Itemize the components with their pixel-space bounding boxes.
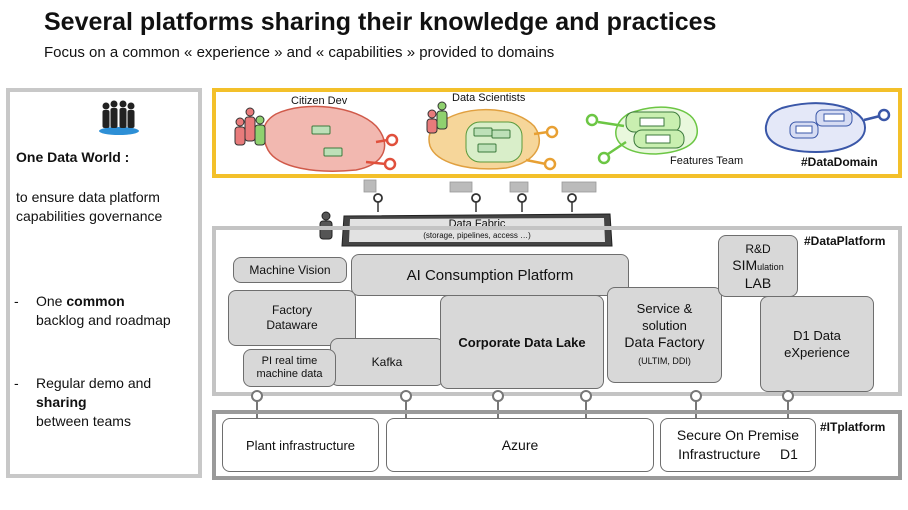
ulation-label: ulation: [757, 261, 784, 272]
data-scientists-label: Data Scientists: [452, 92, 526, 104]
d1-label: D1 Data: [793, 328, 841, 343]
scientist-figures-icon: [426, 101, 448, 134]
azure-label: Azure: [501, 436, 539, 453]
bullet-dash: -: [14, 293, 19, 309]
data-factory-label: Data Factory: [624, 334, 705, 350]
it-platform-frame: [212, 410, 902, 480]
sim-label: SIM: [732, 256, 758, 273]
bullet-text: Regular demo and: [36, 375, 152, 391]
ai-consumption-box: AI Consumption Platform: [351, 254, 629, 296]
corporate-data-lake-box: Corporate Data Lake: [440, 295, 604, 389]
features-team-label: Features Team: [670, 155, 744, 167]
it-platform-tag: #ITplatform: [820, 420, 886, 434]
azure-box: Azure: [386, 418, 654, 472]
machine-vision-box: Machine Vision: [233, 257, 347, 283]
rd-label: R&D: [745, 241, 771, 256]
page-title: Several platforms sharing their knowledg…: [44, 8, 717, 36]
data-domain-tag: #DataDomain: [801, 155, 878, 169]
sidebar-panel: One Data World : to ensure data platform…: [6, 88, 202, 478]
service-data-factory-box: Service & solution Data Factory (ULTIM, …: [607, 287, 722, 383]
data-factory-sub: (ULTIM, DDI): [638, 356, 691, 366]
pi-realtime-label: PI real time: [261, 355, 318, 367]
service-label: Service &: [636, 301, 693, 316]
data-domain-frame: [212, 88, 902, 178]
plant-infrastructure-label: Plant infrastructure: [245, 437, 356, 453]
bullet-bold: sharing: [36, 394, 87, 410]
team-icon: [99, 100, 139, 135]
catalog-icons: [363, 179, 597, 193]
service-label: solution: [642, 318, 687, 333]
page-subtitle: Focus on a common « experience » and « c…: [44, 44, 555, 61]
secure-label: Secure On Premise: [676, 427, 800, 443]
kafka-box: Kafka: [330, 338, 444, 386]
factory-dataware-label: Dataware: [266, 318, 318, 332]
worker-figure-icon: [319, 211, 333, 240]
domain-illustrations: [234, 101, 891, 172]
citizen-figures-icon: [234, 107, 266, 146]
bullet-text: backlog and roadmap: [36, 312, 171, 328]
bullet-text: One: [36, 293, 67, 309]
d1-data-experience-box: D1 Data eXperience: [760, 296, 874, 392]
service-icons: [311, 125, 343, 157]
bullet-dash: -: [14, 375, 19, 391]
rd-simulation-lab-box: R&D SIMulation LAB: [718, 235, 798, 297]
kafka-label: Kafka: [371, 354, 403, 369]
lab-label: LAB: [744, 274, 772, 291]
data-platform-tag: #DataPlatform: [804, 234, 886, 248]
d1-label: eXperience: [784, 345, 850, 360]
it-connectors: [251, 390, 794, 418]
sidebar-intro: to ensure data platform capabilities gov…: [16, 189, 163, 224]
bullet-sharing: Regular demo and sharing between teams: [36, 374, 186, 431]
bullet-bold: common: [66, 293, 125, 309]
factory-dataware-label: Factory: [271, 303, 312, 317]
bullet-common: One common backlog and roadmap: [36, 292, 201, 330]
ai-consumption-label: AI Consumption Platform: [406, 266, 574, 284]
machine-vision-label: Machine Vision: [249, 262, 331, 277]
sidebar-heading: One Data World :: [16, 149, 130, 165]
data-platform-frame: [212, 226, 902, 396]
citizen-dev-label: Citizen Dev: [291, 95, 348, 107]
corporate-data-lake-label: Corporate Data Lake: [458, 334, 586, 350]
pi-realtime-label: machine data: [256, 368, 323, 380]
bullet-text: between teams: [36, 413, 131, 429]
plant-infrastructure-box: Plant infrastructure: [222, 418, 379, 472]
secure-label: Infrastructure D1: [678, 446, 798, 462]
data-fabric-sub: (storage, pipelines, access …): [423, 231, 531, 240]
data-fabric-illustration: [319, 179, 613, 247]
